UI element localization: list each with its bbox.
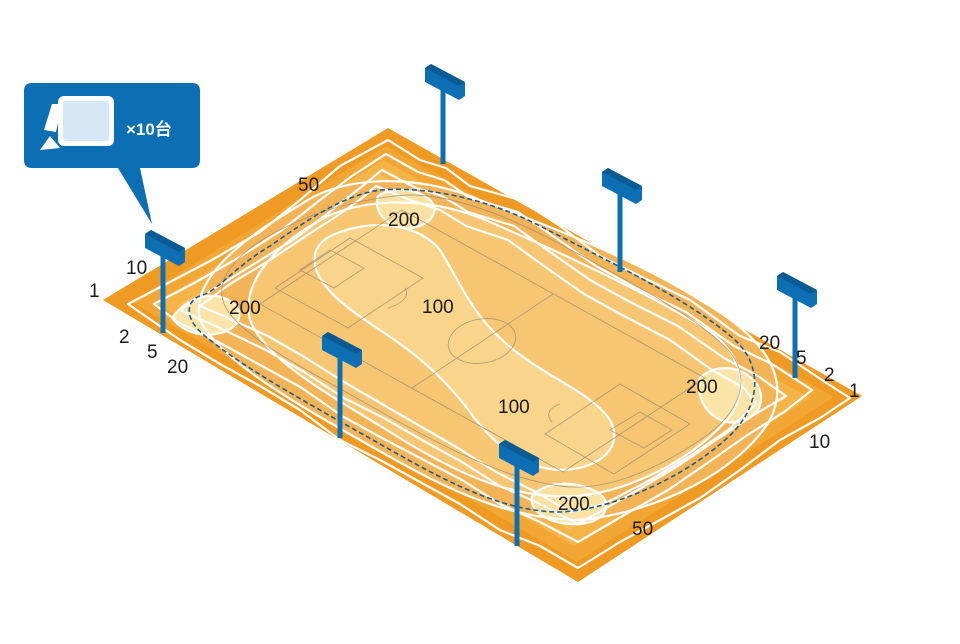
- label-50-bottom: 50: [632, 519, 653, 540]
- penalty-arc-left: [387, 287, 407, 309]
- floodlight-head-top: [499, 440, 539, 462]
- label-1-left: 1: [89, 281, 100, 302]
- label-50-top: 50: [298, 175, 319, 196]
- pole-mast: [617, 192, 623, 272]
- contour-value-labels: 1 2 5 10 20 50 200 200 100 100 200 200 5…: [89, 175, 860, 540]
- floodlight-pole-6: [499, 440, 539, 546]
- center-circle: [447, 318, 517, 364]
- floodlight-pole-3: [777, 272, 817, 378]
- illuminance-bands: [132, 146, 834, 562]
- goal-area-left: [299, 249, 365, 289]
- pole-mast: [792, 296, 798, 378]
- label-10-left: 10: [126, 258, 147, 279]
- hotspot-right: [698, 368, 762, 423]
- label-2-left: 2: [119, 327, 130, 348]
- label-200-right: 200: [686, 377, 718, 398]
- pitch-markings: [221, 194, 742, 488]
- contour-hotspot-right: [697, 367, 763, 424]
- label-100-center: 100: [422, 297, 454, 318]
- running-track: [221, 194, 742, 488]
- pole-mast: [337, 356, 343, 438]
- label-2-right: 2: [824, 365, 835, 386]
- floodlight-head-top: [777, 272, 817, 294]
- floodlight-head-top: [322, 332, 362, 354]
- halfway-line: [411, 293, 554, 389]
- floodlight-pole-4: [145, 230, 185, 333]
- floodlight-pole-1: [425, 64, 465, 164]
- floodlight-poles: [145, 64, 817, 546]
- floodlight-head-top: [145, 230, 185, 252]
- label-10-right: 10: [809, 432, 830, 453]
- fixture-count-label: ×10台: [126, 119, 172, 139]
- label-100-lower: 100: [498, 397, 530, 418]
- hotspot-top: [376, 189, 435, 229]
- penalty-area-left: [274, 237, 424, 329]
- goal-area-right: [609, 411, 673, 449]
- contour-hotspot-left: [170, 294, 241, 336]
- penalty-area-right: [544, 383, 691, 475]
- fixture-callout: ×10台: [24, 83, 200, 224]
- label-200-bottom: 200: [558, 494, 590, 515]
- pole-mast: [440, 88, 446, 164]
- label-5-right: 5: [796, 348, 807, 369]
- floodlight-head-top: [602, 168, 642, 190]
- pole-mast: [514, 464, 520, 546]
- contour-spine: [313, 224, 616, 472]
- pole-mast: [160, 254, 166, 333]
- floodlight-fixture-icon: [40, 96, 114, 150]
- pitch-outline: [259, 209, 706, 473]
- label-1-right: 1: [849, 381, 860, 402]
- label-200-top: 200: [388, 210, 420, 231]
- label-200-left: 200: [229, 298, 261, 319]
- penalty-arc-right: [548, 403, 561, 423]
- floodlight-pole-5: [322, 332, 362, 438]
- contour-50: [197, 180, 779, 522]
- contour-hotspot-bottom: [530, 482, 608, 526]
- floodlight-pole-2: [602, 168, 642, 272]
- label-20-right: 20: [759, 333, 780, 354]
- label-5-left: 5: [147, 342, 158, 363]
- label-20-left: 20: [167, 357, 188, 378]
- band-spine: [314, 225, 615, 470]
- contour-100: [247, 201, 742, 498]
- floodlight-head-top: [425, 64, 465, 86]
